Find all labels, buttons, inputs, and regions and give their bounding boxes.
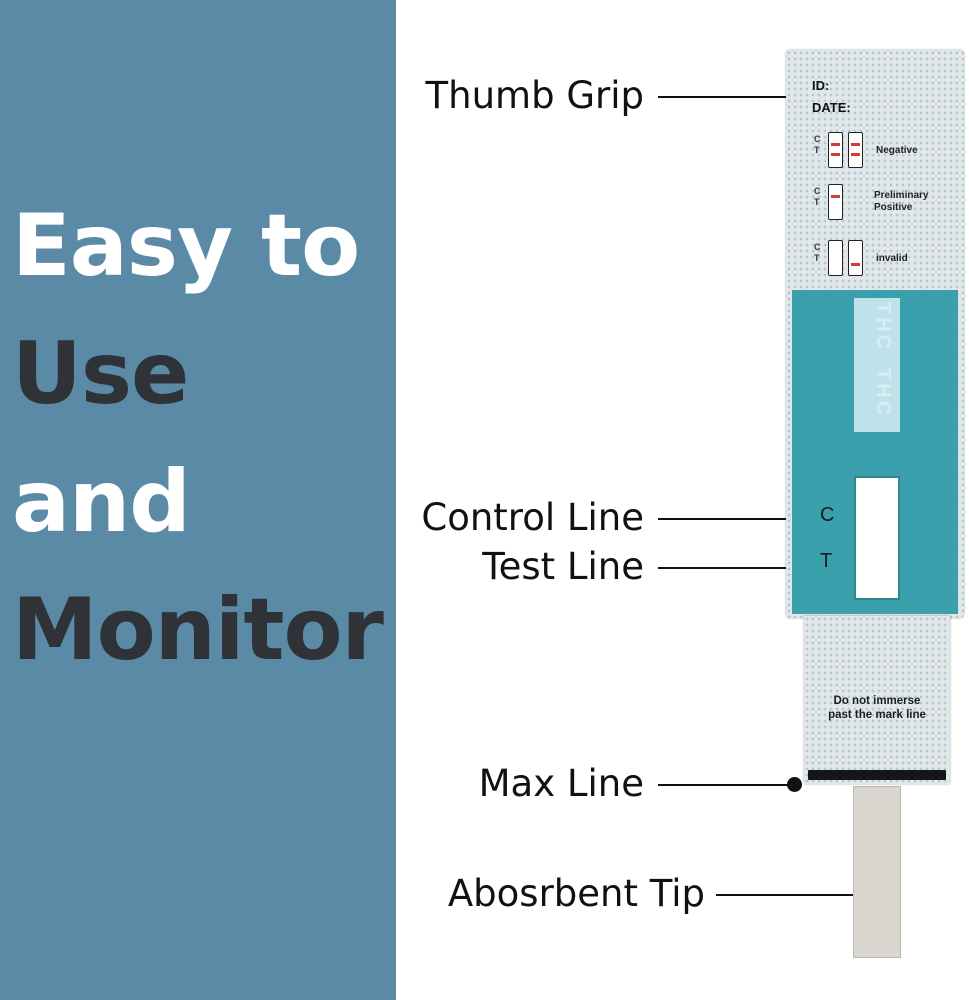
- legend-text-negative: Negative: [876, 145, 918, 156]
- callout-dot-max-line: [787, 777, 802, 792]
- card-id-label: ID:: [812, 78, 830, 93]
- headline-line-1: Easy to: [12, 196, 360, 296]
- legend-window-negative-1: [828, 132, 843, 168]
- cassette-teal-panel: THC THC C T: [792, 290, 958, 614]
- cassette-lower-card: [804, 616, 950, 784]
- callout-label-max-line: Max Line: [478, 762, 644, 805]
- callout-line-absorbent-tip: [716, 894, 866, 896]
- legend-window-positive: [828, 184, 843, 220]
- drug-label-repeat: THC: [872, 368, 894, 419]
- callout-line-thumb-grip: [658, 96, 798, 98]
- callout-absorbent-tip: Abosrbent Tip: [0, 874, 969, 914]
- headline-panel: Easy to Use and Monitor: [0, 0, 396, 1000]
- legend-text-invalid: invalid: [876, 253, 908, 264]
- headline-line-3: and: [12, 452, 191, 552]
- legend-window-invalid-1: [828, 240, 843, 276]
- legend-window-invalid-2: [848, 240, 863, 276]
- card-date-label: DATE:: [812, 100, 851, 115]
- callout-label-thumb-grip: Thumb Grip: [425, 74, 644, 117]
- legend-window-negative-2: [848, 132, 863, 168]
- absorbent-tip: [853, 786, 901, 958]
- callout-line-control-line: [658, 518, 798, 520]
- callout-label-absorbent-tip: Abosrbent Tip: [447, 872, 705, 915]
- drug-name-window: THC THC: [854, 298, 900, 432]
- callout-label-test-line: Test Line: [482, 545, 644, 588]
- immerse-warning: Do not immerse past the mark line: [828, 695, 926, 721]
- test-mark: T: [820, 550, 833, 572]
- callout-line-test-line: [658, 567, 798, 569]
- result-window: [854, 476, 900, 600]
- headline-line-4: Monitor: [12, 580, 384, 680]
- callout-line-max-line: [658, 784, 798, 786]
- legend-text-preliminary-positive: Preliminary Positive: [874, 190, 929, 213]
- max-line-bar: [808, 770, 946, 780]
- callout-thumb-grip: Thumb Grip: [0, 76, 969, 116]
- headline: Easy to Use and Monitor: [12, 182, 384, 694]
- control-mark: C: [820, 504, 835, 526]
- headline-line-2: Use: [12, 324, 189, 424]
- callout-label-control-line: Control Line: [421, 496, 644, 539]
- drug-label: THC: [872, 302, 894, 353]
- callout-max-line: Max Line: [0, 764, 969, 804]
